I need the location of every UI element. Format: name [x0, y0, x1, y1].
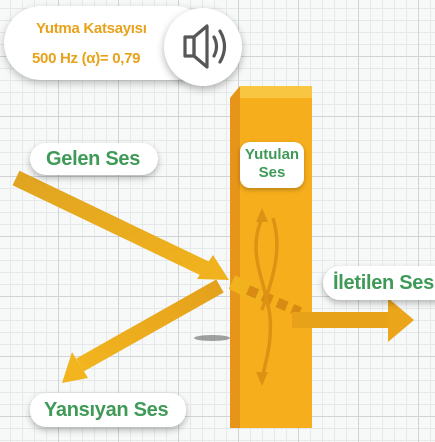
absorption-value: 500 Hz (α)= 0,79	[32, 50, 141, 67]
absorption-title: Yutma Katsayısı	[36, 20, 147, 37]
reflected-sound-label: Yansıyan Ses	[30, 393, 187, 427]
reflected-sound-arrow	[62, 279, 224, 383]
absorbed-label-line1: Yutulan	[244, 146, 300, 163]
incoming-sound-arrow	[12, 170, 266, 304]
wall-side-face	[230, 86, 240, 428]
wall-top-face	[230, 86, 312, 98]
transmitted-path-in-wall	[246, 285, 302, 317]
absorbed-label-line2: Ses	[258, 164, 286, 181]
absorbed-sound-label: Yutulan Ses	[240, 142, 304, 188]
transmitted-sound-arrow	[292, 298, 414, 342]
transmitted-sound-label: İletilen Ses	[323, 266, 435, 300]
wall-shadow	[194, 335, 230, 341]
absorbed-arrowhead-bottom	[256, 372, 268, 386]
speaker-button[interactable]	[164, 8, 242, 86]
speaker-icon	[183, 24, 227, 69]
absorbed-arrowhead-top	[256, 208, 268, 222]
incoming-sound-label: Gelen Ses	[30, 143, 159, 175]
absorbed-sound-arrows	[254, 217, 279, 379]
